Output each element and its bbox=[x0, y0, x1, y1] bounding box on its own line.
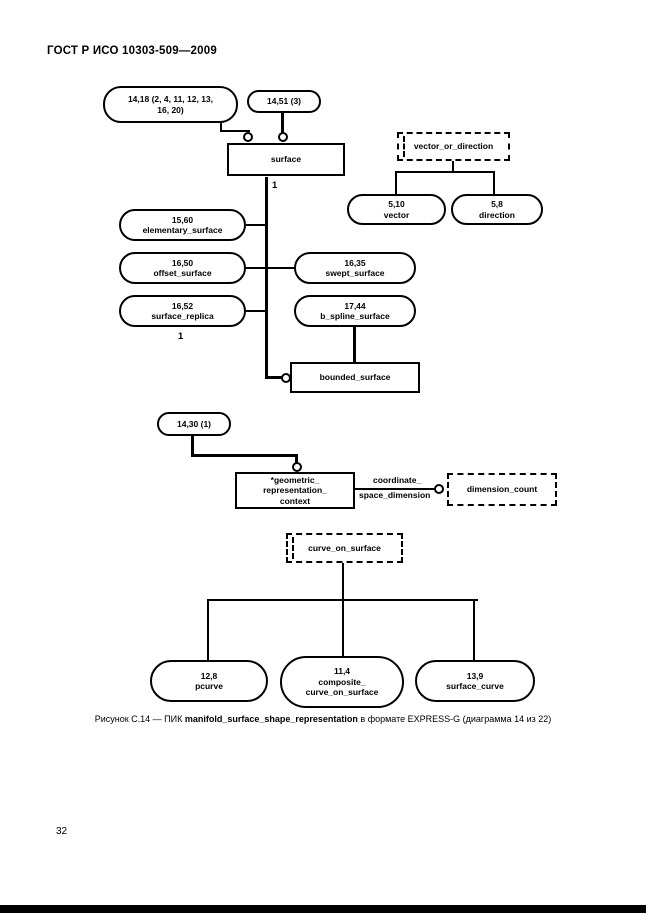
node-label: offset_surface bbox=[153, 268, 212, 278]
node-label: curve_on_surface bbox=[308, 542, 381, 553]
node-geometric-representation-context: *geometric_ representation_ context bbox=[235, 472, 355, 509]
document-header: ГОСТ Р ИСО 10303-509—2009 bbox=[47, 45, 217, 57]
connector-line bbox=[473, 599, 475, 661]
node-label: representation_ bbox=[263, 485, 327, 496]
node-bounded-surface: bounded_surface bbox=[290, 362, 420, 393]
connector-line bbox=[452, 160, 454, 173]
node-pcurve: 12,8 pcurve bbox=[150, 660, 268, 702]
node-label: 16, 20) bbox=[157, 104, 184, 115]
connector-line bbox=[268, 267, 294, 269]
connector-line bbox=[342, 599, 344, 657]
connector-line bbox=[246, 224, 266, 226]
node-label: 14,30 (1) bbox=[176, 418, 212, 429]
attribute-label: coordinate_ bbox=[373, 475, 422, 485]
node-label: pcurve bbox=[195, 681, 223, 691]
connector-line bbox=[395, 171, 495, 173]
partition-label: 1 bbox=[178, 331, 184, 342]
node-label: 13,9 bbox=[466, 670, 484, 681]
figure-caption: Рисунок С.14 — ПИК manifold_surface_shap… bbox=[0, 714, 646, 724]
node-vector: 5,10 vector bbox=[347, 194, 446, 225]
node-label: 5,8 bbox=[491, 199, 503, 209]
connector-line-thick bbox=[281, 112, 284, 134]
page-ref-circle-icon bbox=[243, 132, 253, 142]
connector-line-thick bbox=[191, 435, 194, 457]
attribute-end-circle-icon bbox=[434, 484, 444, 494]
node-label: direction bbox=[479, 209, 515, 220]
caption-entity-name: manifold_surface_shape_representation bbox=[184, 714, 358, 724]
connector-line bbox=[246, 310, 266, 312]
connector-line-thick bbox=[191, 454, 298, 457]
node-label: b_spline_surface bbox=[320, 311, 390, 321]
node-label: bounded_surface bbox=[319, 372, 391, 383]
node-label: *geometric_ bbox=[270, 474, 320, 485]
node-label: 5,10 bbox=[388, 199, 405, 209]
node-label: 16,50 bbox=[171, 257, 194, 268]
node-label: 16,35 bbox=[344, 257, 366, 268]
node-label: vector bbox=[383, 209, 410, 220]
connector-line bbox=[220, 122, 222, 132]
connector-line bbox=[207, 599, 209, 661]
connector-line-thick bbox=[353, 327, 356, 363]
node-label: 11,4 bbox=[333, 666, 351, 677]
node-dimension-count: dimension_count bbox=[447, 473, 557, 506]
page-edge-strip bbox=[0, 905, 646, 913]
connector-line bbox=[246, 267, 266, 269]
node-label: vector_or_direction bbox=[413, 141, 494, 152]
node-label: 14,51 (3) bbox=[266, 96, 302, 107]
node-ref-surface2: 14,51 (3) bbox=[247, 90, 321, 113]
node-label: 14,18 (2, 4, 11, 12, 13, bbox=[127, 94, 214, 104]
node-swept-surface: 16,35 swept_surface bbox=[294, 252, 416, 284]
select-type-mark-icon bbox=[292, 537, 294, 559]
node-label: surface_curve bbox=[446, 681, 504, 691]
subtype-trunk-line bbox=[265, 177, 268, 379]
page-number: 32 bbox=[56, 826, 68, 837]
node-surface: surface bbox=[227, 143, 345, 176]
node-surface-replica: 16,52 surface_replica bbox=[119, 295, 246, 327]
node-label: 16,52 bbox=[171, 300, 194, 311]
page-ref-circle-icon bbox=[292, 462, 302, 472]
attribute-label: space_dimension bbox=[359, 490, 431, 500]
attribute-line bbox=[355, 488, 436, 490]
connector-line bbox=[493, 171, 495, 195]
caption-suffix: в формате EXPRESS-G (диаграмма 14 из 22) bbox=[357, 714, 552, 724]
node-composite-curve-on-surface: 11,4 composite_ curve_on_surface bbox=[280, 656, 404, 708]
node-offset-surface: 16,50 offset_surface bbox=[119, 252, 246, 284]
node-label: surface bbox=[270, 154, 302, 165]
connector-line bbox=[342, 563, 344, 601]
node-direction: 5,8 direction bbox=[451, 194, 543, 225]
node-label: elementary_surface bbox=[142, 225, 223, 235]
node-label: composite_ bbox=[318, 676, 366, 687]
node-label: context bbox=[279, 495, 311, 506]
partition-label: 1 bbox=[272, 180, 278, 191]
node-b-spline-surface: 17,44 b_spline_surface bbox=[294, 295, 416, 327]
connector-line-thick bbox=[266, 376, 284, 379]
node-label: swept_surface bbox=[325, 268, 385, 278]
node-label: 12,8 bbox=[200, 670, 218, 681]
page-ref-circle-icon bbox=[281, 373, 291, 383]
connector-line bbox=[395, 171, 397, 195]
connector-line-thick bbox=[295, 454, 298, 464]
node-ref-surface-pages: 14,18 (2, 4, 11, 12, 13, 16, 20) bbox=[103, 86, 238, 123]
node-label: curve_on_surface bbox=[305, 687, 379, 698]
page-ref-circle-icon bbox=[278, 132, 288, 142]
node-label: surface_replica bbox=[151, 311, 214, 321]
connector-line bbox=[220, 130, 250, 132]
node-label: 15,60 bbox=[171, 214, 194, 225]
select-type-mark-icon bbox=[403, 136, 405, 157]
caption-prefix: Рисунок С.14 — ПИК bbox=[94, 714, 185, 724]
node-label: dimension_count bbox=[466, 484, 538, 495]
node-label: 17,44 bbox=[344, 300, 366, 311]
node-curve-on-surface: curve_on_surface bbox=[286, 533, 403, 563]
node-vector-or-direction: vector_or_direction bbox=[397, 132, 510, 161]
node-ref-grc: 14,30 (1) bbox=[157, 412, 231, 436]
node-surface-curve: 13,9 surface_curve bbox=[415, 660, 535, 702]
node-elementary-surface: 15,60 elementary_surface bbox=[119, 209, 246, 241]
